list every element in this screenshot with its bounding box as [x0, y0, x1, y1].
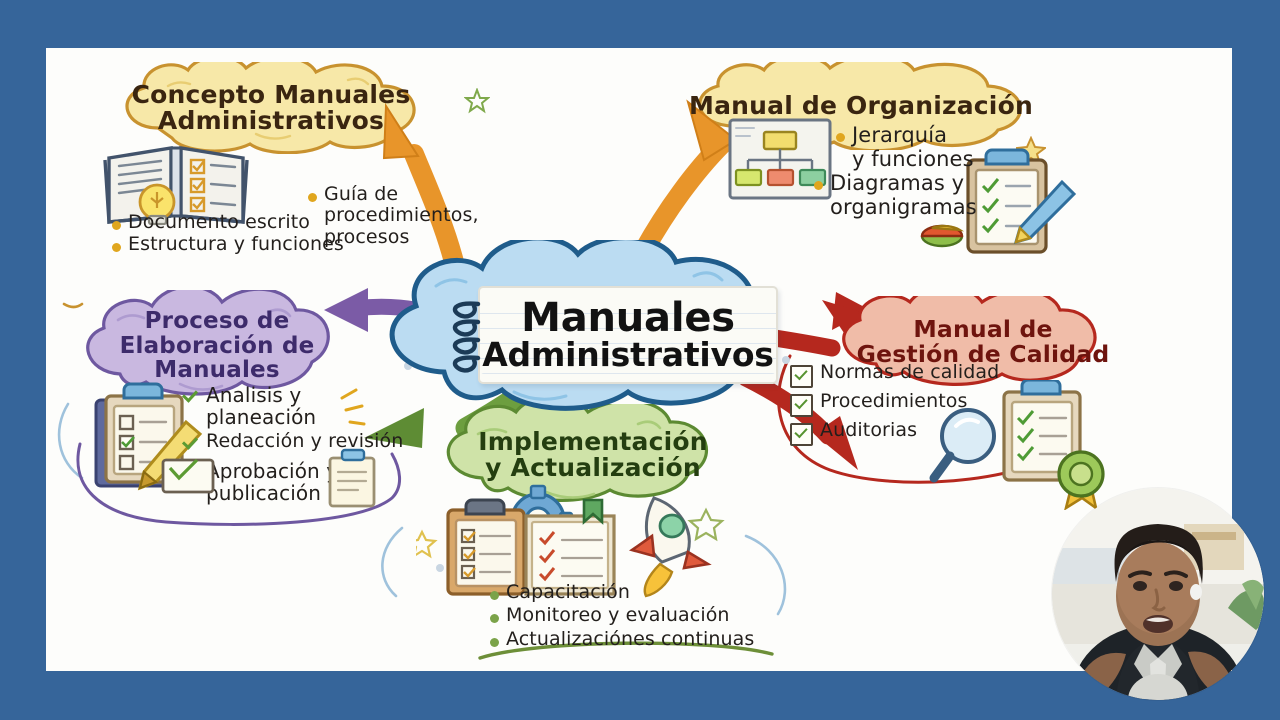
list-item-label: Estructura y funciones: [128, 233, 344, 256]
document-icon: [328, 448, 376, 508]
notebook-spiral-binding-icon: [452, 301, 481, 373]
branch-concepto-title: Concepto Manuales Administrativos: [131, 79, 411, 135]
list-item[interactable]: Documento escrito: [112, 211, 442, 233]
org-chart-clipboard-pencil-icon: [728, 118, 832, 200]
central-topic-line1: Manuales: [521, 294, 735, 341]
branch-implementacion-items: Capacitación Monitoreo y evaluación Actu…: [490, 581, 820, 651]
list-item[interactable]: Analisis y planeación: [182, 384, 432, 429]
list-item-label: Procedimientos: [820, 390, 968, 412]
bullet-dot: [490, 637, 499, 647]
list-item-label: y funciones: [852, 146, 974, 171]
bullet-dot: [490, 614, 499, 624]
check-mark-icon: [182, 436, 199, 451]
branch-calidad-items: Normas de calidad Procedimientos Auditor…: [790, 361, 1060, 447]
list-item-label: procesos: [324, 225, 410, 248]
branch-calidad-title: Manual de Gestión de Calidad: [856, 315, 1110, 368]
mindmap-slide: Concepto Manuales Administrativos: [46, 48, 1232, 671]
list-item-label: publicación: [206, 481, 321, 506]
central-topic-card[interactable]: Manuales Administrativos: [478, 286, 778, 384]
list-item-label: Redacción y revisión: [206, 429, 404, 452]
approved-envelope-icon: [161, 458, 215, 494]
branch-proceso-items: Analisis y planeación Redacción y revisi…: [182, 384, 432, 506]
bullet-dot: [308, 193, 317, 202]
branch-organizacion-title: Manual de Organización: [689, 90, 1033, 120]
list-item[interactable]: Estructura y funciones: [112, 233, 442, 256]
list-item-label: Diagramas y: [830, 171, 965, 196]
branch-concepto-items-below: Documento escrito Estructura y funciones: [112, 211, 442, 257]
list-item-label: planeación: [206, 405, 317, 430]
star-doodle: [464, 88, 490, 114]
green-underline-doodle: [478, 641, 774, 660]
branch-concepto-items-right: Guía de procedimientos, procesos: [308, 183, 498, 249]
list-item[interactable]: Actualizaciónes continuas: [490, 627, 820, 650]
list-item-label: Guía de: [324, 183, 399, 205]
bullet-dot: [814, 181, 823, 191]
branch-implementacion-title: Implementación y Actualización: [478, 426, 708, 482]
branch-concepto-cloud[interactable]: Concepto Manuales Administrativos: [106, 62, 436, 154]
list-item-label: Actualizaciónes continuas: [506, 627, 755, 650]
list-item[interactable]: Guía de procedimientos, procesos: [308, 183, 498, 248]
branch-implementacion-cloud[interactable]: Implementación y Actualización: [428, 404, 758, 506]
list-item[interactable]: Aprobación y publicación: [206, 460, 432, 505]
bullet-dot: [490, 591, 499, 600]
branch-organizacion-items: Jerarquía y funciones Diagramas y organi…: [814, 123, 1046, 220]
checkbox-icon[interactable]: [790, 365, 813, 388]
checkbox-icon[interactable]: [790, 394, 813, 417]
list-item[interactable]: Jerarquía y funciones: [836, 123, 1046, 171]
list-item[interactable]: Auditorias: [790, 419, 1060, 446]
check-mark-icon: [182, 389, 199, 404]
checkbox-icon[interactable]: [790, 423, 813, 446]
list-item[interactable]: Normas de calidad: [790, 361, 1060, 388]
list-item-label: Normas de calidad: [820, 361, 1000, 383]
list-item[interactable]: Diagramas y organigramas: [814, 171, 1046, 219]
open-book-lightbulb-checklist-icon: [103, 146, 249, 226]
list-item-label: organigramas: [830, 194, 977, 219]
branch-proceso-title: Proceso de Elaboración de Manuales: [119, 308, 315, 384]
list-item[interactable]: Monitoreo y evaluación: [490, 604, 820, 627]
list-item-label: procedimientos,: [324, 204, 479, 227]
list-item[interactable]: Procedimientos: [790, 390, 1060, 417]
magnifier-clipboard-award-icon: [929, 380, 1105, 510]
clipboard-gear-book-rocket-icon: [416, 484, 725, 598]
webcam-pip[interactable]: [1052, 488, 1264, 700]
purple-underline-doodle: [76, 442, 401, 526]
checklist-clipboard-pencil-icon: [966, 148, 1077, 254]
pie-chart-icon: [920, 224, 965, 248]
list-item[interactable]: Capacitación: [490, 581, 820, 603]
branch-proceso-cloud[interactable]: Proceso de Elaboración de Manuales: [72, 290, 362, 402]
list-item-label: Documento escrito: [128, 211, 310, 233]
list-item[interactable]: Redacción y revisión: [182, 429, 432, 452]
branch-calidad-cloud[interactable]: Manual de Gestión de Calidad: [826, 296, 1140, 388]
list-item-label: Aprobación y: [206, 459, 339, 484]
list-item-label: Jerarquía: [852, 123, 948, 147]
list-item-label: Capacitación: [506, 581, 631, 603]
list-item-label: Auditorias: [820, 419, 918, 441]
bullet-dot: [112, 221, 121, 230]
list-item-label: Analisis y: [206, 383, 302, 407]
central-topic-line2: Administrativos: [482, 334, 774, 374]
bullet-dot: [836, 133, 845, 142]
list-item-label: Monitoreo y evaluación: [506, 604, 730, 627]
bullet-dot: [112, 243, 121, 253]
